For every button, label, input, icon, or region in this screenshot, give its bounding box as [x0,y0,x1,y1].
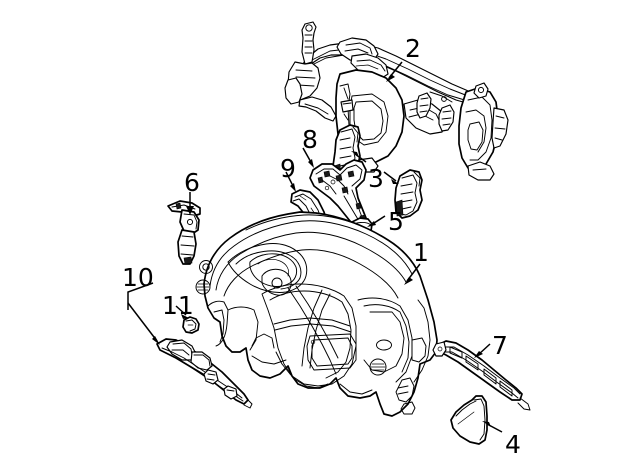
callout-label-11[interactable]: 11 [162,291,194,320]
part-2-cowl-crossmember[interactable] [284,21,509,181]
callout-label-2[interactable]: 2 [405,34,421,63]
part-4-end-cap-trim[interactable] [450,395,488,445]
callout-label-7[interactable]: 7 [492,331,508,360]
callout-label-6[interactable]: 6 [184,168,200,197]
leader-6 [186,192,194,215]
callout-label-1[interactable]: 1 [413,238,429,267]
leader-11 [175,305,189,319]
leader-3-left [351,151,367,163]
callout-label-5[interactable]: 5 [388,207,404,236]
leader-7 [474,343,491,358]
callout-label-10[interactable]: 10 [122,263,154,292]
part-7-reinforcement-rail[interactable] [432,340,531,411]
leader-3-right [383,171,399,184]
leader-5 [367,215,386,227]
leader-1 [404,263,421,285]
leader-4 [482,421,503,433]
leader-8 [302,147,314,168]
leader-9 [285,171,296,192]
part-6-left-mounting-bracket[interactable] [167,200,201,265]
callout-leaders [127,61,503,433]
callout-label-9[interactable]: 9 [280,154,296,183]
leader-10 [127,282,160,345]
part-1-instrument-panel-main[interactable] [195,211,438,417]
callout-label-3[interactable]: 3 [368,164,384,193]
part-11-retainer-clip[interactable] [182,316,200,334]
callout-label-4[interactable]: 4 [505,430,521,459]
leader-2 [386,61,403,82]
part-10-lower-trim-panel[interactable] [156,338,253,409]
part-8-center-support-bracket[interactable] [309,159,369,231]
callout-label-8[interactable]: 8 [302,125,318,154]
part-3-right-bracket[interactable] [394,169,423,219]
